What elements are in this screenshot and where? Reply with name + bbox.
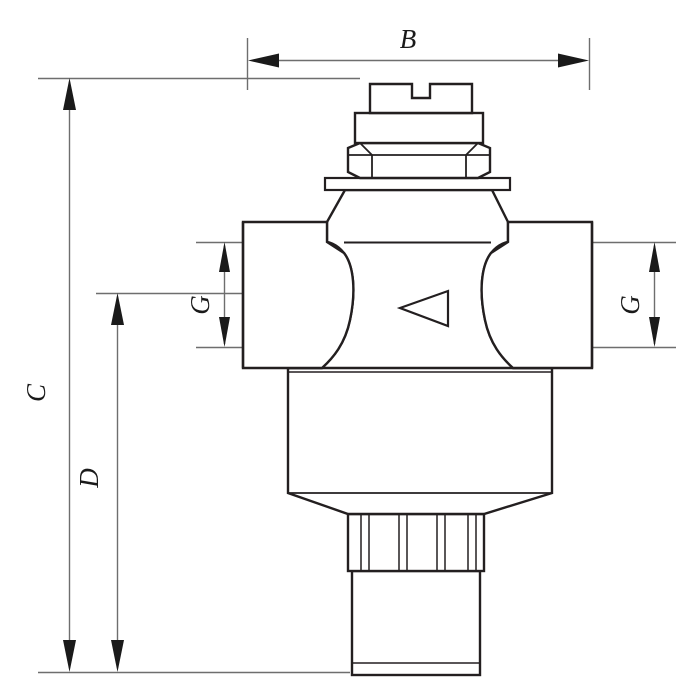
dimension-label-d: D bbox=[74, 468, 104, 489]
hex-nut-chamfer-lines bbox=[348, 142, 490, 178]
dimension-label-c: C bbox=[21, 383, 51, 402]
dimension-labels: B C D G G bbox=[21, 24, 645, 489]
dim-arrow-d-bottom bbox=[111, 640, 124, 672]
dimension-label-g-left: G bbox=[185, 295, 215, 315]
dim-arrow-d-top bbox=[111, 293, 124, 325]
outlet-stem-cylinder bbox=[350, 569, 482, 677]
valve-body-geometry bbox=[241, 82, 594, 677]
hex-corner-right bbox=[465, 142, 479, 156]
hex-nut bbox=[346, 141, 492, 180]
dim-arrow-c-top bbox=[63, 78, 76, 110]
dimension-extension-lines bbox=[38, 38, 676, 674]
spline-ribs bbox=[360, 514, 477, 571]
dimension-d bbox=[111, 293, 124, 672]
flow-direction-arrow-icon bbox=[396, 289, 450, 328]
dim-arrow-gright-bottom bbox=[649, 317, 660, 347]
dim-arrow-b-right bbox=[558, 53, 589, 68]
dim-arrow-gleft-top bbox=[219, 242, 230, 272]
adjustment-screw-head bbox=[368, 82, 474, 115]
dimension-b bbox=[248, 53, 589, 68]
dim-arrow-b-left bbox=[248, 53, 279, 68]
inlet-port-left bbox=[241, 220, 355, 370]
bonnet-flange-band bbox=[323, 176, 512, 192]
outlet-port-right bbox=[480, 220, 594, 370]
hex-corner-left bbox=[359, 142, 373, 156]
dim-arrow-gleft-bottom bbox=[219, 317, 230, 347]
dimension-c bbox=[63, 78, 76, 672]
dim-arrow-c-bottom bbox=[63, 640, 76, 672]
dimension-lines bbox=[63, 53, 660, 672]
dimension-label-g-right: G bbox=[615, 295, 645, 315]
bonnet-shoulder-chamfer bbox=[325, 188, 510, 223]
dimension-g-right bbox=[649, 242, 660, 347]
adjustment-collar bbox=[353, 111, 485, 145]
dimension-label-b: B bbox=[400, 24, 417, 54]
dimension-g-left bbox=[219, 242, 230, 347]
dim-arrow-gright-top bbox=[649, 242, 660, 272]
